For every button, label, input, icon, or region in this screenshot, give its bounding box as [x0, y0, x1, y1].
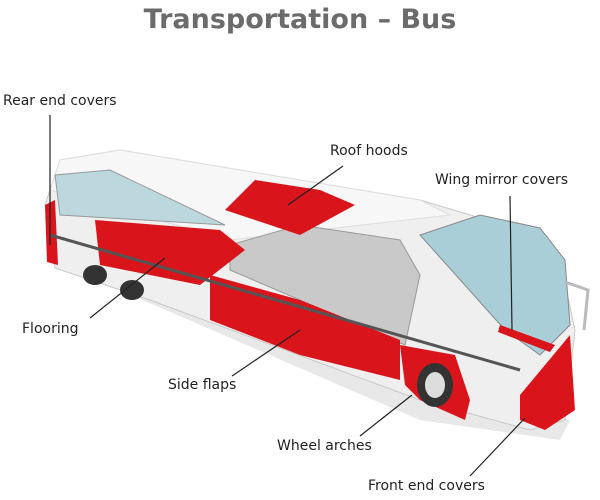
flooring-red [95, 220, 245, 285]
wing-mirror [564, 280, 590, 331]
label-front-end-covers: Front end covers [368, 478, 485, 494]
label-roof-hoods: Roof hoods [330, 143, 408, 159]
label-side-flaps: Side flaps [168, 377, 237, 393]
leader-lines [49, 115, 526, 477]
belt-line [49, 233, 521, 372]
page-title: Transportation – Bus [143, 4, 457, 35]
label-wing-mirror-covers: Wing mirror covers [435, 172, 569, 188]
side-flap-red-2 [300, 300, 400, 380]
middle-wheel [120, 280, 144, 300]
roof-hood-red [225, 180, 355, 235]
label-wheel-arches: Wheel arches [277, 438, 372, 454]
rear-cover-red [45, 200, 58, 265]
mirror-red [498, 325, 555, 352]
side-flap-red [210, 275, 300, 355]
label-rear-end-covers: Rear end covers [3, 93, 117, 109]
rear-upper-window [54, 169, 226, 226]
rear-wheel [83, 265, 107, 285]
front-end-red [520, 335, 575, 430]
front-hub [425, 372, 445, 398]
label-flooring: Flooring [22, 321, 79, 337]
